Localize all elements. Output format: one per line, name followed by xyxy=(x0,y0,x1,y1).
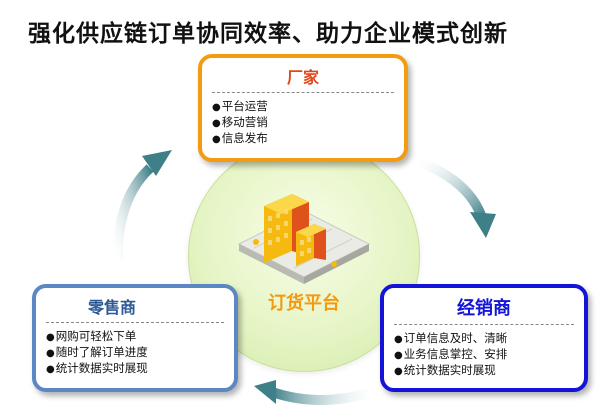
hub-label: 订货平台 xyxy=(268,293,340,314)
divider xyxy=(46,322,224,323)
list-item: 统计数据实时展现 xyxy=(46,361,234,377)
list-item: 网购可轻松下单 xyxy=(46,329,234,345)
divider xyxy=(394,324,574,325)
dealer-box: 经销商 订单信息及时、清晰 业务信息掌控、安排 统计数据实时展现 xyxy=(380,284,588,392)
list-item: 业务信息掌控、安排 xyxy=(394,347,584,363)
retail-box: 零售商 网购可轻松下单 随时了解订单进度 统计数据实时展现 xyxy=(32,284,238,392)
list-item: 平台运营 xyxy=(212,99,404,115)
divider xyxy=(212,92,394,93)
factory-list: 平台运营 移动营销 信息发布 xyxy=(202,99,404,147)
factory-title: 厂家 xyxy=(286,68,319,87)
list-item: 信息发布 xyxy=(212,131,404,147)
dealer-title: 经销商 xyxy=(457,298,511,319)
list-item: 订单信息及时、清晰 xyxy=(394,331,584,347)
list-item: 统计数据实时展现 xyxy=(394,363,584,379)
page-title: 强化供应链订单协同效率、助力企业模式创新 xyxy=(28,21,508,47)
retail-list: 网购可轻松下单 随时了解订单进度 统计数据实时展现 xyxy=(36,329,234,377)
list-item: 随时了解订单进度 xyxy=(46,345,234,361)
retail-title: 零售商 xyxy=(88,298,137,317)
arrow-dealer-to-retail xyxy=(254,380,374,405)
dealer-list: 订单信息及时、清晰 业务信息掌控、安排 统计数据实时展现 xyxy=(384,331,584,379)
factory-box: 厂家 平台运营 移动营销 信息发布 xyxy=(198,54,408,162)
arrow-factory-to-dealer xyxy=(418,157,496,238)
arrow-retail-to-factory xyxy=(112,150,172,263)
list-item: 移动营销 xyxy=(212,115,404,131)
building-icon xyxy=(237,194,371,284)
